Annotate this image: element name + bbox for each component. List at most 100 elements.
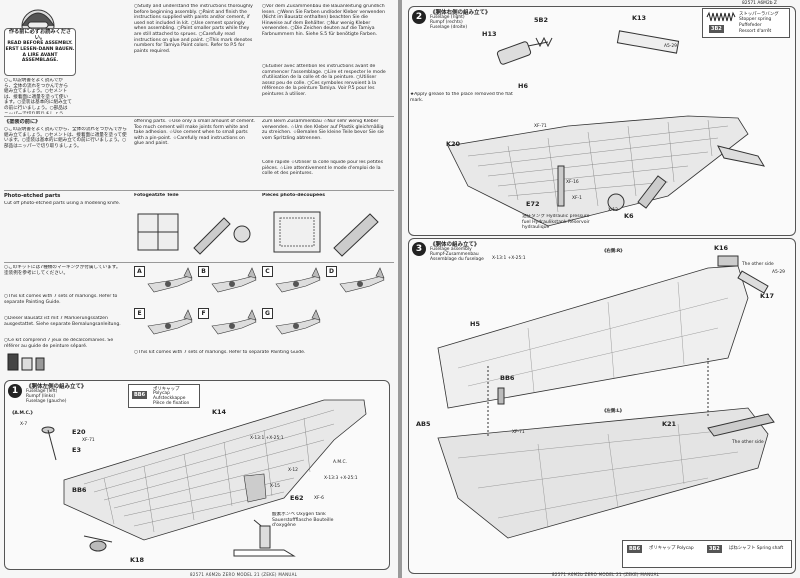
photo-etched-title-fr: Pièces photo-découpées xyxy=(262,193,326,198)
step-1-title-en: Fuselage (left) xyxy=(26,389,58,394)
step-3-number: 3 xyxy=(412,242,426,256)
marking-tag: C xyxy=(262,266,273,277)
aircraft-silhouette-icon xyxy=(211,309,257,335)
photo-etched-illustration-2 xyxy=(273,211,379,257)
marking-tag: G xyxy=(262,308,273,319)
paints-text-de: Zum Beim Zusammenbau ☆Nur sehr wenig Kle… xyxy=(262,119,384,141)
legend-chip-2: 3B2 xyxy=(707,545,722,553)
header-code: 82571 A6M2b Z xyxy=(742,1,777,6)
step-2-title-de: Rumpf (rechts) xyxy=(430,20,463,25)
part-bb6: BB6 xyxy=(72,486,87,494)
paint-ratio-s3: X-13:1 +X-25:1 xyxy=(492,256,526,261)
part-h6: H6 xyxy=(518,82,528,90)
step-1-title-jp: 《胴体左側の組み立て》 xyxy=(26,384,87,390)
part-h5: H5 xyxy=(470,320,480,328)
paint-xf1: XF-1 xyxy=(572,196,582,201)
paint-ratio-2: X-13:3 +X-25:1 xyxy=(324,476,358,481)
part-k18: K18 xyxy=(130,556,145,564)
left-side-label: 《左側:L》 xyxy=(602,409,625,414)
marking-tag: B xyxy=(198,266,209,277)
step-2-title-fr: Fuselage (droite) xyxy=(430,25,468,30)
amc-mark: A.M.C. xyxy=(333,460,347,465)
legend-text-1: ポリキャップ Polycap xyxy=(649,546,694,551)
part-k6: K6 xyxy=(624,212,634,220)
marking-cell-d: D xyxy=(326,266,386,298)
paints-text-fr: Colle rapide ☆Utiliser la colle liquide … xyxy=(262,160,384,177)
divider xyxy=(4,116,394,117)
photo-etched-title: Photo-etched parts xyxy=(4,193,61,199)
hydraulic-tank-label: 油圧タンク Hydraulic pressure fuel Hydrauliks… xyxy=(522,214,590,231)
part-e20: E20 xyxy=(72,428,86,436)
fuselage-assembly-drawing xyxy=(437,255,775,539)
step-1-title-fr: Fuselage (gauche) xyxy=(26,399,67,404)
marking-cell-a: A xyxy=(134,266,194,298)
aircraft-silhouette-icon xyxy=(147,309,193,335)
part-bb6-s3: BB6 xyxy=(500,374,515,382)
page-gutter xyxy=(398,0,402,578)
markings-grid: A B C D E F G xyxy=(134,266,390,348)
part-e62: E62 xyxy=(290,494,304,502)
step-2-title-en: Fuselage (right) xyxy=(430,15,465,20)
marking-tag: E xyxy=(134,308,145,319)
left-footer: 82571 A6M2b ZERO MODEL 21 (ZEKE) MANUAL xyxy=(190,572,298,577)
part-k20: K20 xyxy=(446,140,461,148)
intro-text-fr: ○Etudier avec attention les instructions… xyxy=(262,64,386,97)
read-before-assembly-sign: 作る前に必ずお読みください。 READ BEFORE ASSEMBLY. ERS… xyxy=(4,28,76,76)
step-3-title-en: Fuselage assembly xyxy=(430,247,472,252)
paint-xf71-s3: XF-71 xyxy=(512,430,525,435)
markings-note: ○This kit comes with 7 sets of markings.… xyxy=(134,350,306,355)
paint-xf6: XF-6 xyxy=(314,496,324,501)
intro-text-en: ○Study and understand the instructions t… xyxy=(134,4,253,54)
paint-a5-29: A5-29 xyxy=(664,44,677,49)
part-5b2: 5B2 xyxy=(534,16,548,24)
step-1-polycap-callout: BB6 ポリキャップ Polycap Aufsteckkappe Pièce d… xyxy=(128,384,200,408)
part-k17: K17 xyxy=(760,292,775,300)
paint-xf16: XF-16 xyxy=(566,180,579,185)
right-page: 82571 A6M2b Z 2 《胴体右側の組み立て》 Fuselage (ri… xyxy=(402,0,800,578)
step-2-title-jp: 《胴体右側の組み立て》 xyxy=(430,10,491,16)
markings-text-en: ○This kit comes with 7 sets of markings.… xyxy=(4,294,118,305)
step-2-number: 2 xyxy=(412,10,426,24)
step-2-spring-callout: 3B2 ストッパーラバング Stopper spring Puffefeder … xyxy=(702,8,790,38)
warning-heading-en: READ BEFORE ASSEMBLY. xyxy=(7,41,73,47)
paints-title: 《塗装の前に》 xyxy=(4,119,41,125)
warning-heading-fr: A LIRE AVANT ASSEMBLAGE. xyxy=(21,52,59,64)
marking-tag: D xyxy=(326,266,337,277)
spring-en: Stopper spring xyxy=(739,17,772,22)
paint-ratio-1: X-13:1 +X-25:1 xyxy=(250,436,284,441)
left-page: 作る前に必ずお読みください。 READ BEFORE ASSEMBLY. ERS… xyxy=(0,0,398,578)
paint-x7: X-7 xyxy=(20,422,28,427)
fuselage-left-drawing xyxy=(41,399,367,557)
marking-tag: F xyxy=(198,308,209,319)
polycap-chip: BB6 xyxy=(132,391,148,399)
part-h13: H13 xyxy=(482,30,497,38)
divider xyxy=(4,262,394,263)
aircraft-silhouette-icon xyxy=(275,267,321,293)
part-k21: K21 xyxy=(662,420,677,428)
marking-cell-c: C xyxy=(262,266,322,298)
part-ab5: AB5 xyxy=(416,420,431,428)
part-e72: E72 xyxy=(526,200,540,208)
polycap-fr: Pièce de fixation xyxy=(153,401,190,406)
marking-cell-f: F xyxy=(198,308,258,340)
marking-tag: A xyxy=(134,266,145,277)
paint-xf71-s2: XF-71 xyxy=(534,124,547,129)
step-1-title-de: Rumpf (links) xyxy=(26,394,56,399)
spring-icon xyxy=(706,11,736,22)
warning-heading-jp: 作る前に必ずお読みください。 xyxy=(8,29,72,42)
right-side-label: 《右側:R》 xyxy=(602,249,625,254)
part-k16: K16 xyxy=(714,244,729,252)
right-footer: 82571 A6M2b ZERO MODEL 21 (ZEKE) MANUAL xyxy=(552,572,660,577)
other-side-note-1: The other side xyxy=(742,262,774,267)
other-side-note-2: The other side xyxy=(732,440,764,445)
paints-text-jp: ○この説明書をよく読んでから、全体の流れをつかんでから組み立てましょう。○セメン… xyxy=(4,127,127,149)
markings-text-de: ○Dieser Bausatz ist mit 7 Markierungssät… xyxy=(4,316,121,327)
aircraft-silhouette-icon xyxy=(211,267,257,293)
step-3-parts-legend: BB6 ポリキャップ Polycap 3B2 ばねシャフト Spring sha… xyxy=(622,540,792,568)
oxygen-tank-label: 酸素ボンベ Oxygen tank Sauerstoffflasche Bout… xyxy=(272,512,334,529)
paint-x15: X-15 xyxy=(270,484,280,489)
spring-fr: Ressort d'arrêt xyxy=(739,29,772,34)
step-3-title-jp: 《胴体の組み立て》 xyxy=(430,242,480,248)
marking-cell-g: G xyxy=(262,308,322,340)
markings-text-fr: ○Ce kit comprend 7 jeux de décalcomanies… xyxy=(4,338,114,349)
